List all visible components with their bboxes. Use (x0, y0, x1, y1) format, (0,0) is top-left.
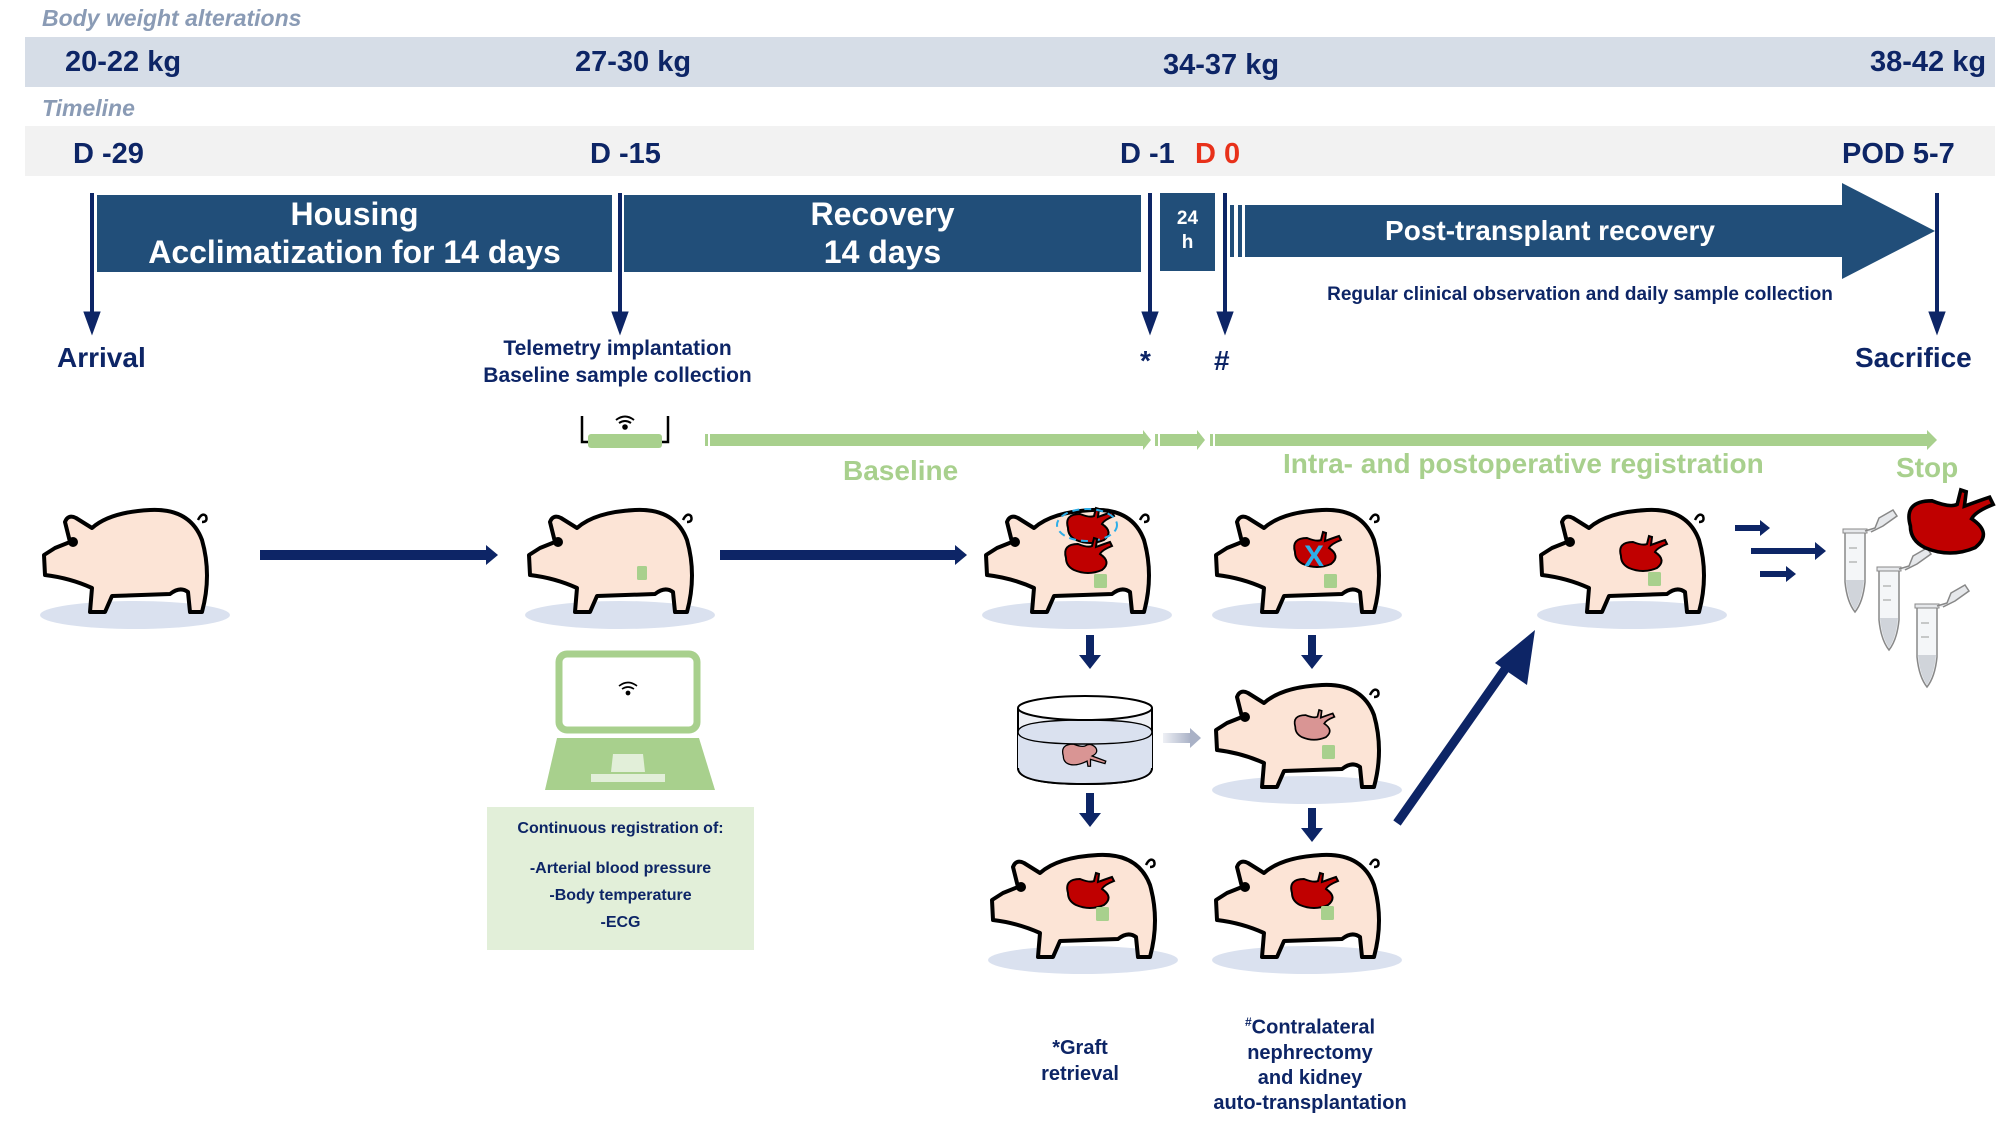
telemetry-implant-icon (1324, 574, 1337, 588)
continuous-registration-title: Continuous registration of: (517, 820, 724, 837)
footnote-transplant: #Contralateral nephrectomy and kidney au… (1190, 1010, 1430, 1116)
registration-item: -ECG (600, 914, 641, 931)
arrow-right-2 (720, 545, 967, 565)
footnote-transplant-line4: auto-transplantation (1213, 1091, 1407, 1114)
sample-tube-icon (1914, 584, 1970, 688)
footnote-transplant-line1: Contralateral (1251, 1016, 1376, 1039)
arrow-telemetry (611, 193, 629, 336)
footnote-graft-line1: *Graft (1052, 1037, 1108, 1059)
telemetry-implant-icon (1094, 574, 1107, 588)
excision-circle-icon (1056, 508, 1118, 542)
post-transplant-arrow (1230, 183, 1935, 279)
post-transplant-label: Post-transplant recovery (1385, 215, 1715, 246)
arrow-transplant (1216, 193, 1234, 336)
registration-item: -Arterial blood pressure (529, 860, 712, 877)
phase-housing-title: Housing (290, 196, 419, 232)
day-label: D -15 (590, 138, 661, 170)
day-label: D -29 (73, 138, 144, 170)
preservation-dish-icon (1017, 695, 1153, 786)
arrow-down-graft-2 (1079, 793, 1101, 827)
weight-value: 20-22 kg (65, 46, 182, 78)
interval-unit: h (1181, 232, 1194, 253)
registration-stop-label: Stop (1896, 452, 1959, 483)
body-weight-band: 20-22 kg 27-30 kg 34-37 kg 38-42 kg (25, 37, 1995, 87)
event-transplant-marker: # (1214, 345, 1230, 376)
footnote-graft-line2: retrieval (1041, 1063, 1119, 1085)
arrow-down-graft-1 (1079, 635, 1101, 669)
arrow-sacrifice (1928, 193, 1946, 336)
day-label: D -1 (1120, 138, 1175, 170)
phase-24h: 24 h (1160, 193, 1215, 271)
day-label-d0: D 0 (1195, 138, 1241, 170)
registration-arrows (705, 430, 1937, 450)
timeline-event-arrows (83, 193, 1946, 336)
timeline-band: D -29 D -15 D -1 D 0 POD 5-7 (25, 126, 1995, 176)
telemetry-implant-icon (637, 566, 647, 580)
phase-housing: Housing Acclimatization for 14 days (97, 195, 612, 272)
phase-recovery: Recovery 14 days (624, 195, 1141, 272)
arrow-down-transplant-2 (1301, 808, 1323, 842)
removed-x-icon: X (1304, 540, 1324, 573)
timeline-label: Timeline (42, 95, 135, 121)
continuous-registration-box: Continuous registration of: -Arterial bl… (487, 807, 754, 950)
phase-recovery-title: Recovery (810, 196, 955, 232)
pig-transplant-icon (1210, 682, 1404, 806)
wifi-icon (615, 415, 635, 430)
phase-recovery-subtitle: 14 days (823, 234, 942, 270)
event-graft-marker: * (1140, 345, 1151, 376)
footnote-transplant-marker: # (1244, 1015, 1252, 1029)
arrow-right-1 (260, 545, 498, 565)
event-telemetry-line1: Telemetry implantation (503, 337, 732, 360)
pig-arrival-icon (38, 507, 232, 631)
interval-value: 24 (1176, 208, 1199, 229)
pig-telemetry-icon (523, 507, 717, 631)
harvested-kidney-icon (1907, 488, 1995, 555)
pig-after-transplant-icon (1210, 852, 1404, 976)
phase-housing-subtitle: Acclimatization for 14 days (148, 234, 561, 270)
event-telemetry-line2: Baseline sample collection (483, 364, 752, 387)
footnote-graft: *Graft retrieval (1020, 1035, 1140, 1087)
postop-arrow (1210, 430, 1937, 450)
sampling-arrows (1735, 520, 1826, 582)
arrow-right-faded (1163, 728, 1201, 748)
telemetry-implant-icon (1648, 572, 1661, 586)
pig-nephrectomy-icon: X (1210, 507, 1404, 631)
event-telemetry: Telemetry implantation Baseline sample c… (460, 335, 775, 389)
post-transplant-sublabel: Regular clinical observation and daily s… (1327, 284, 1833, 305)
telemetry-device-icon (580, 415, 670, 448)
wifi-icon (618, 681, 638, 696)
registration-item: -Body temperature (549, 887, 692, 904)
telemetry-implant-icon (1322, 745, 1335, 759)
registration-intrapost-label: Intra- and postoperative registration (1283, 448, 1764, 479)
event-arrival: Arrival (57, 342, 146, 373)
arrow-arrival (83, 193, 101, 336)
event-sacrifice: Sacrifice (1855, 342, 1972, 373)
weight-value: 34-37 kg (1163, 49, 1280, 81)
arrow-diagonal-up (1393, 630, 1535, 826)
arrow-down-transplant-1 (1301, 635, 1323, 669)
weight-value: 38-42 kg (1870, 46, 1987, 78)
pig-after-retrieval-icon (986, 852, 1180, 976)
footnote-transplant-line3: and kidney (1257, 1066, 1363, 1089)
telemetry-implant-icon (1321, 906, 1334, 920)
body-weight-label: Body weight alterations (42, 5, 302, 31)
pig-final-icon (1535, 507, 1729, 631)
telemetry-implant-icon (1096, 907, 1109, 921)
day-label: POD 5-7 (1842, 138, 1955, 170)
intraop-arrow (1155, 430, 1205, 450)
registration-baseline-label: Baseline (843, 455, 959, 486)
arrow-graft (1141, 193, 1159, 336)
footnote-transplant-line2: nephrectomy (1247, 1041, 1373, 1064)
weight-value: 27-30 kg (575, 46, 692, 78)
pig-graft-retrieval-icon (980, 507, 1174, 631)
laptop-monitoring-icon (545, 650, 715, 790)
baseline-arrow (705, 430, 1151, 450)
